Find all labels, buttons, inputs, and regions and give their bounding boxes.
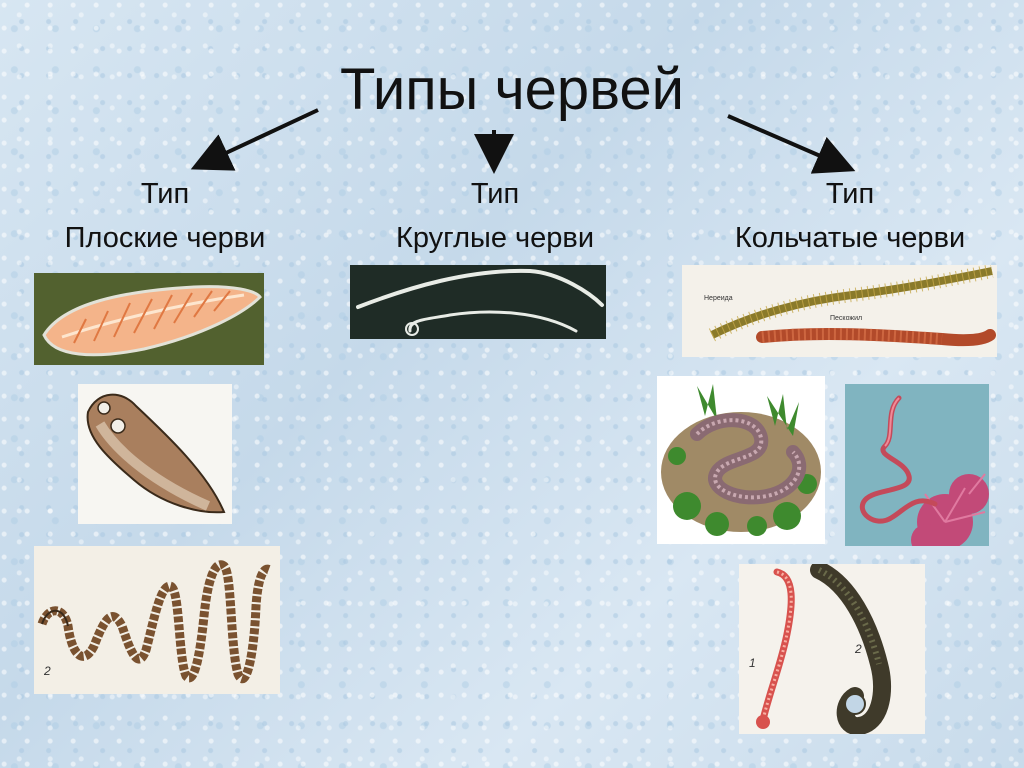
type-word: Тип (140, 178, 190, 210)
roundworm-image (350, 265, 606, 339)
type-word: Тип (470, 178, 520, 210)
arrow-right (727, 114, 856, 174)
type-name: Плоские черви (64, 222, 266, 254)
type-name: Круглые черви (395, 222, 595, 254)
leech-number-1: 1 (749, 656, 756, 670)
planaria-image (34, 273, 264, 365)
leech-image: 1 2 (739, 564, 925, 734)
tapeworm-image: 2 (34, 546, 280, 694)
type-name: Кольчатые черви (734, 222, 966, 254)
arrow-left (190, 108, 319, 171)
column-roundworms: Тип Круглые черви (340, 172, 650, 260)
tapeworm-number: 2 (44, 664, 51, 678)
column-annelids: Тип Кольчатые черви (700, 172, 1000, 260)
column-flatworms: Тип Плоские черви (20, 172, 310, 260)
label-lugworm: Пескожил (830, 315, 863, 322)
earthworm-image (657, 376, 825, 544)
leech-number-2: 2 (855, 642, 862, 656)
nereis-lugworm-image: Нереида Пескожил (682, 265, 997, 357)
fluke-image (78, 384, 232, 524)
marine-worm-image (845, 384, 989, 546)
diagram-title: Типы червей (339, 57, 685, 122)
type-word: Тип (825, 178, 875, 210)
label-nereis: Нереида (704, 295, 733, 302)
